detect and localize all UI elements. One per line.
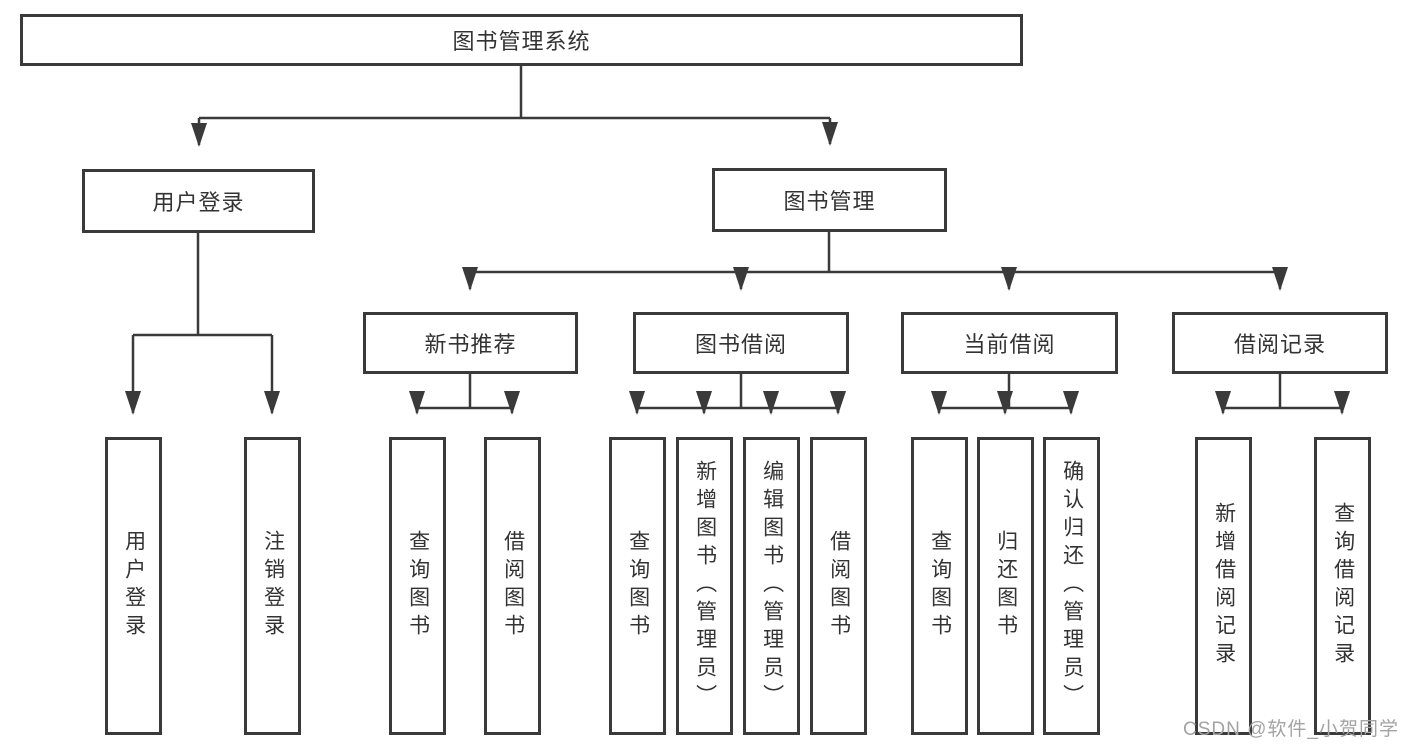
leaf-query-books-2: 查询图书 bbox=[609, 437, 666, 735]
leaf-query-borrow-record-label: 查询借阅记录 bbox=[1331, 502, 1355, 670]
node-borrow-records-label: 借阅记录 bbox=[1233, 332, 1326, 357]
leaf-borrow-books-2-label: 借阅图书 bbox=[827, 530, 851, 642]
node-book-borrow-label: 图书借阅 bbox=[694, 332, 787, 357]
leaf-add-borrow-record: 新增借阅记录 bbox=[1195, 437, 1252, 735]
leaf-edit-book-admin-label: 编辑图书（管理员） bbox=[760, 460, 784, 712]
node-book-management: 图书管理 bbox=[712, 168, 947, 232]
leaf-logout-label: 注销登录 bbox=[261, 530, 285, 642]
leaf-add-book-admin: 新增图书（管理员） bbox=[676, 437, 733, 735]
leaf-return-book-label: 归还图书 bbox=[994, 530, 1018, 642]
node-user-login: 用户登录 bbox=[82, 169, 315, 233]
leaf-query-borrow-record: 查询借阅记录 bbox=[1314, 437, 1371, 735]
leaf-user-login-label: 用户登录 bbox=[122, 530, 146, 642]
node-book-management-label: 图书管理 bbox=[783, 189, 876, 214]
node-new-book-recommend-label: 新书推荐 bbox=[424, 332, 517, 357]
leaf-query-books-3-label: 查询图书 bbox=[928, 530, 952, 642]
leaf-add-borrow-record-label: 新增借阅记录 bbox=[1212, 502, 1236, 670]
node-current-borrow: 当前借阅 bbox=[901, 312, 1118, 374]
leaf-borrow-books-1: 借阅图书 bbox=[484, 437, 541, 735]
node-book-borrow: 图书借阅 bbox=[633, 312, 849, 374]
node-new-book-recommend: 新书推荐 bbox=[363, 312, 578, 374]
leaf-confirm-return-admin: 确认归还（管理员） bbox=[1043, 437, 1100, 735]
leaf-add-book-admin-label: 新增图书（管理员） bbox=[693, 460, 717, 712]
csdn-watermark: CSDN @软件_小贺同学 bbox=[1183, 719, 1399, 740]
node-root-label: 图书管理系统 bbox=[452, 29, 591, 54]
leaf-return-book: 归还图书 bbox=[977, 437, 1034, 735]
leaf-confirm-return-admin-label: 确认归还（管理员） bbox=[1060, 460, 1084, 712]
node-current-borrow-label: 当前借阅 bbox=[963, 332, 1056, 357]
leaf-query-books-3: 查询图书 bbox=[911, 437, 968, 735]
leaf-user-login: 用户登录 bbox=[105, 437, 162, 735]
leaf-query-books-2-label: 查询图书 bbox=[626, 530, 650, 642]
leaf-logout: 注销登录 bbox=[244, 437, 301, 735]
node-user-login-label: 用户登录 bbox=[152, 190, 245, 215]
leaf-borrow-books-2: 借阅图书 bbox=[810, 437, 867, 735]
leaf-query-books-1-label: 查询图书 bbox=[406, 530, 430, 642]
leaf-borrow-books-1-label: 借阅图书 bbox=[501, 530, 525, 642]
node-borrow-records: 借阅记录 bbox=[1172, 312, 1388, 374]
leaf-query-books-1: 查询图书 bbox=[389, 437, 446, 735]
leaf-edit-book-admin: 编辑图书（管理员） bbox=[743, 437, 800, 735]
node-root: 图书管理系统 bbox=[20, 14, 1023, 66]
